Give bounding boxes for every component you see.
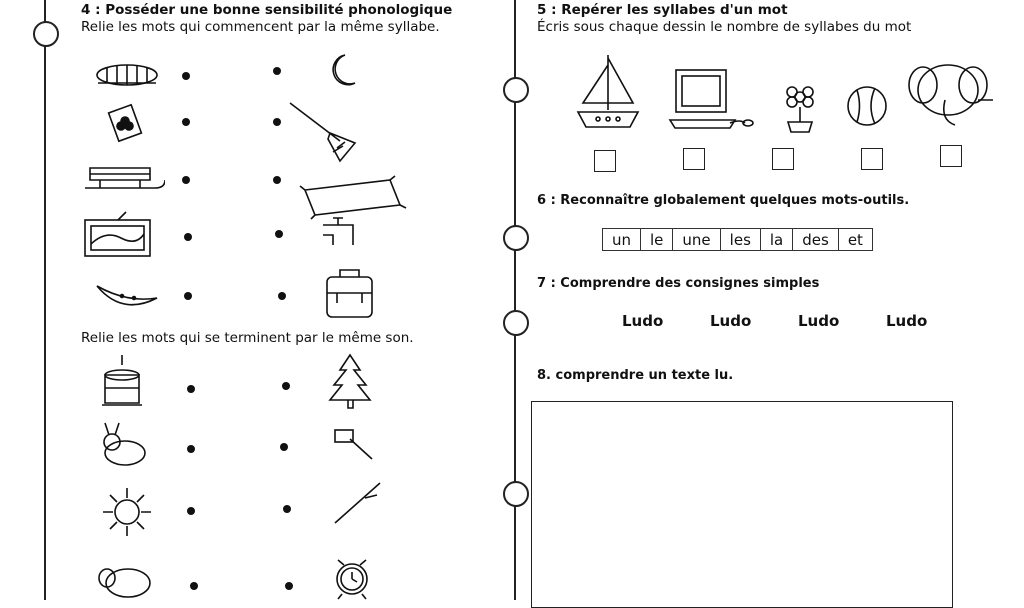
word-cell[interactable]: le: [640, 228, 674, 251]
match-dot[interactable]: [283, 505, 291, 513]
fir-tree-icon: [328, 352, 373, 416]
word-cell[interactable]: et: [837, 228, 873, 251]
broom-icon: [285, 98, 365, 167]
match-dot[interactable]: [182, 176, 190, 184]
word-cell[interactable]: les: [719, 228, 761, 251]
word-table: un le une les la des et: [601, 228, 873, 251]
section4-title: 4 : Posséder une bonne sensibilité phono…: [81, 2, 453, 18]
moon-icon: [320, 50, 360, 94]
section4-instruction-start: Relie les mots qui commencent par la mêm…: [81, 19, 440, 35]
sheep-icon: [95, 558, 155, 607]
center-margin-line: [514, 0, 516, 600]
word-cell[interactable]: un: [601, 228, 642, 251]
section5-instruction: Écris sous chaque dessin le nombre de sy…: [537, 19, 912, 35]
section6-title: 6 : Reconnaître globalement quelques mot…: [537, 193, 910, 208]
rug-icon: [295, 175, 410, 224]
answer-drawing-box[interactable]: [531, 401, 953, 608]
sun-icon: [100, 485, 155, 544]
syllable-count-box[interactable]: [683, 148, 705, 170]
binder-ring: [503, 225, 529, 251]
match-dot[interactable]: [187, 507, 195, 515]
name-ludo[interactable]: Ludo: [886, 312, 928, 330]
word-cell[interactable]: une: [672, 228, 721, 251]
match-dot[interactable]: [182, 72, 190, 80]
syllable-count-box[interactable]: [772, 148, 794, 170]
flower-icon: [778, 82, 823, 138]
syllable-count-box[interactable]: [861, 148, 883, 170]
section8-title: 8. comprendre un texte lu.: [537, 368, 734, 383]
stick-icon: [330, 478, 390, 532]
ball-icon: [845, 82, 890, 134]
match-dot[interactable]: [273, 67, 281, 75]
syllable-count-box[interactable]: [940, 145, 962, 167]
match-dot[interactable]: [182, 118, 190, 126]
match-dot[interactable]: [285, 582, 293, 590]
match-dot[interactable]: [282, 382, 290, 390]
syllable-count-box[interactable]: [594, 150, 616, 172]
match-dot[interactable]: [187, 385, 195, 393]
computer-icon: [668, 65, 758, 139]
schoolbag-icon: [322, 265, 377, 324]
match-dot[interactable]: [273, 118, 281, 126]
sailboat-icon: [573, 50, 643, 136]
playing-card-icon: [105, 103, 145, 147]
word-cell[interactable]: des: [792, 228, 839, 251]
match-dot[interactable]: [273, 176, 281, 184]
hammer-icon: [330, 425, 380, 469]
binder-ring: [503, 310, 529, 336]
section5-title: 5 : Repérer les syllabes d'un mot: [537, 2, 788, 18]
sled-icon: [80, 160, 166, 199]
elephant-icon: [903, 55, 1003, 139]
name-ludo[interactable]: Ludo: [710, 312, 752, 330]
match-dot[interactable]: [280, 443, 288, 451]
banana-icon: [92, 278, 162, 317]
faucet-icon: [318, 215, 368, 254]
framed-picture-icon: [80, 210, 155, 264]
section7-title: 7 : Comprendre des consignes simples: [537, 276, 820, 291]
binder-ring: [503, 77, 529, 103]
match-dot[interactable]: [190, 582, 198, 590]
word-cell[interactable]: la: [759, 228, 794, 251]
name-ludo[interactable]: Ludo: [622, 312, 664, 330]
match-dot[interactable]: [184, 233, 192, 241]
binder-ring: [33, 21, 59, 47]
bread-loaf-icon: [92, 55, 162, 94]
left-margin-line: [44, 0, 46, 600]
name-ludo[interactable]: Ludo: [798, 312, 840, 330]
match-dot[interactable]: [275, 230, 283, 238]
binder-ring: [503, 481, 529, 507]
match-dot[interactable]: [278, 292, 286, 300]
match-dot[interactable]: [187, 445, 195, 453]
section4-instruction-end: Relie les mots qui se terminent par le m…: [81, 330, 414, 346]
birthday-cake-icon: [97, 350, 147, 414]
match-dot[interactable]: [184, 292, 192, 300]
rabbit-icon: [97, 420, 152, 474]
alarm-clock-icon: [330, 552, 375, 604]
